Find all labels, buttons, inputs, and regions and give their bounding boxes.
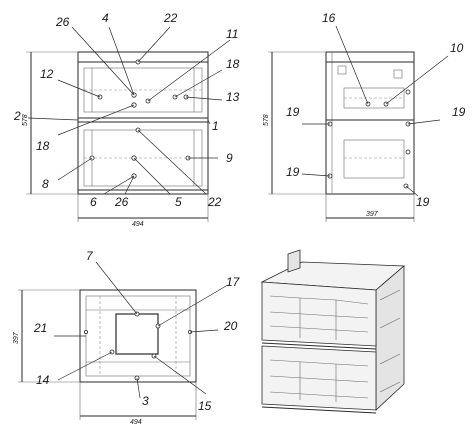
callout-10: 10: [450, 41, 464, 55]
callout-20: 20: [223, 319, 238, 333]
callout-13: 13: [226, 90, 240, 104]
callout-11: 11: [226, 27, 238, 41]
callout-3: 3: [142, 394, 149, 408]
dimension-height: 578: [263, 114, 270, 126]
callout-22: 22: [163, 11, 178, 25]
callout-19: 19: [286, 105, 300, 119]
callout-18: 18: [226, 57, 240, 71]
cabinet-side: [375, 265, 405, 411]
callout-8: 8: [42, 177, 49, 191]
callout-15: 15: [198, 399, 212, 413]
side-view: 16 10 19 19 19 19 578 397: [263, 11, 466, 222]
front-view: 26 4 22 11 12 18 2 13 18 1 9 8 6 26 5 22…: [13, 11, 240, 228]
callout-1: 1: [212, 119, 219, 133]
callout-9: 9: [226, 151, 233, 165]
dimension-depth: 397: [13, 331, 20, 344]
callout-7: 7: [86, 249, 94, 263]
callout-26: 26: [114, 195, 129, 209]
callout-18: 18: [36, 139, 50, 153]
dimension-width: 494: [130, 419, 142, 426]
callout-6: 6: [90, 195, 97, 209]
isometric-view: [260, 249, 406, 414]
callout-19: 19: [452, 105, 466, 119]
callout-12: 12: [40, 67, 54, 81]
top-view: 7 17 21 20 14 3 15 397 494: [13, 249, 241, 426]
callout-4: 4: [102, 11, 109, 25]
dimension-depth: 397: [366, 211, 379, 218]
dimension-width: 494: [132, 221, 144, 228]
front-frame: [77, 51, 209, 195]
callout-26: 26: [55, 15, 70, 29]
callout-22: 22: [207, 195, 222, 209]
lower-drawer-front: [261, 345, 377, 411]
callout-14: 14: [36, 373, 50, 387]
dimension-height: 578: [22, 114, 29, 126]
callout-17: 17: [226, 275, 241, 289]
callout-2: 2: [13, 109, 21, 123]
callout-5: 5: [175, 195, 182, 209]
callout-16: 16: [322, 11, 336, 25]
callout-19: 19: [286, 165, 300, 179]
siphon-cutout: [115, 313, 159, 355]
upper-drawer-front: [261, 281, 377, 347]
callout-19: 19: [416, 195, 430, 209]
callout-21: 21: [33, 321, 47, 335]
